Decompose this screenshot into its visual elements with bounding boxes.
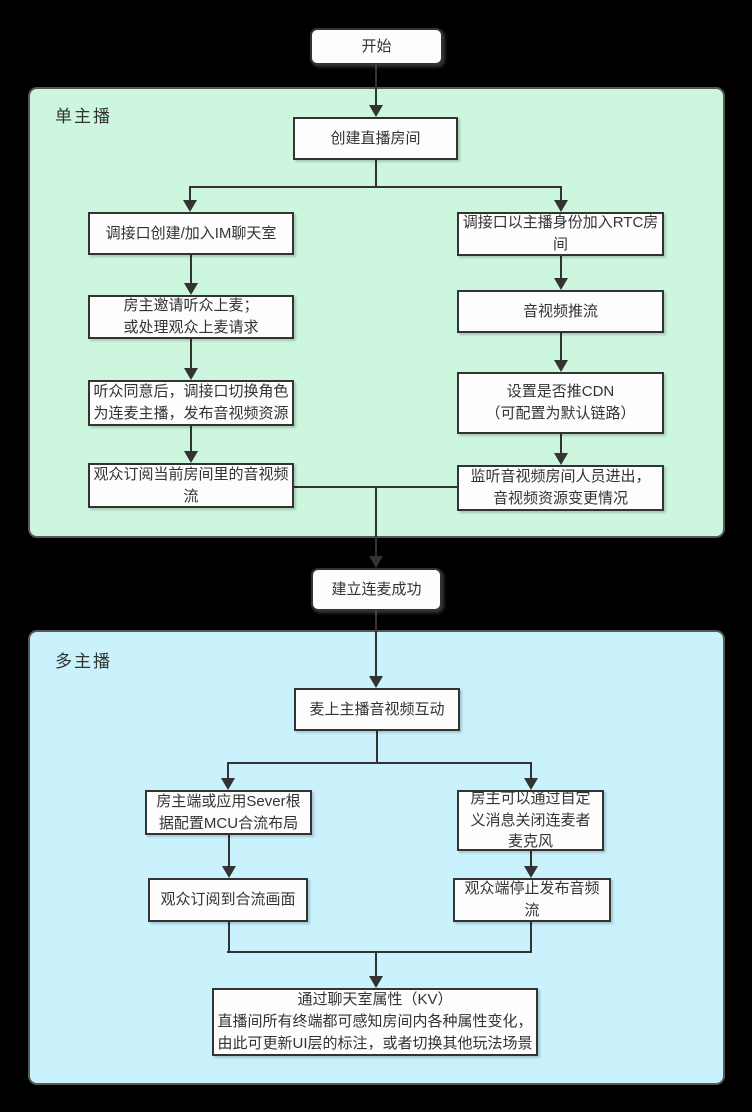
- arrowhead-icon: [554, 200, 568, 212]
- node-cdn-config: 设置是否推CDN （可配置为默认链路）: [457, 372, 664, 434]
- arrowhead-icon: [184, 368, 198, 380]
- arrowhead-icon: [554, 278, 568, 290]
- node-im-create-join: 调接口创建/加入IM聊天室: [88, 212, 294, 255]
- node-monitor-room: 监听音视频房间人员进出， 音视频资源变更情况: [457, 465, 664, 511]
- flow-line: [190, 339, 192, 368]
- flow-line: [227, 951, 532, 953]
- node-close-mic: 房主可以通过自定 义消息关闭连麦者 麦克风: [457, 790, 604, 851]
- node-join-rtc: 调接口以主播身份加入RTC房 间: [457, 212, 664, 256]
- node-mic-interact: 麦上主播音视频互动: [294, 688, 460, 731]
- node-create-room: 创建直播房间: [293, 117, 458, 160]
- flow-line: [189, 186, 562, 188]
- node-subscribe-merged: 观众订阅到合流画面: [148, 878, 308, 922]
- arrowhead-icon: [369, 976, 383, 988]
- node-switch-role: 听众同意后，调接口切换角色 为连麦主播，发布音视频资源: [88, 380, 294, 426]
- node-link-success: 建立连麦成功: [311, 568, 442, 611]
- arrowhead-icon: [184, 283, 198, 295]
- arrowhead-icon: [554, 453, 568, 465]
- flow-line: [228, 835, 230, 866]
- flow-line: [190, 426, 192, 451]
- arrowhead-icon: [369, 105, 383, 117]
- flow-line: [227, 762, 532, 764]
- arrowhead-icon: [183, 200, 197, 212]
- arrowhead-icon: [524, 866, 538, 878]
- node-mcu-layout: 房主端或应用Sever根 据配置MCU合流布局: [145, 790, 312, 835]
- flow-line: [227, 762, 229, 778]
- flow-line: [530, 762, 532, 778]
- flow-line: [190, 255, 192, 283]
- flow-line: [189, 186, 191, 200]
- flow-line: [560, 186, 562, 200]
- flow-line: [375, 486, 377, 556]
- node-subscribe-streams: 观众订阅当前房间里的音视频 流: [88, 463, 294, 508]
- arrowhead-icon: [221, 778, 235, 790]
- flow-line: [228, 922, 230, 953]
- arrowhead-icon: [184, 451, 198, 463]
- arrowhead-icon: [524, 778, 538, 790]
- arrowhead-icon: [554, 360, 568, 372]
- flow-line: [375, 64, 377, 106]
- node-stop-audio: 观众端停止发布音频 流: [453, 878, 611, 922]
- arrowhead-icon: [369, 556, 383, 568]
- flow-line: [530, 922, 532, 953]
- flow-line: [375, 951, 377, 976]
- flow-line: [530, 851, 532, 866]
- flow-line: [375, 611, 377, 676]
- node-start: 开始: [310, 28, 443, 65]
- flow-line: [560, 434, 562, 453]
- flow-line: [376, 731, 378, 762]
- flow-line: [560, 333, 562, 360]
- arrowhead-icon: [369, 676, 383, 688]
- flow-line: [375, 160, 377, 187]
- arrowhead-icon: [222, 866, 236, 878]
- panel-multi-anchor-label: 多主播: [55, 652, 112, 671]
- node-push-stream: 音视频推流: [457, 290, 664, 333]
- flow-line: [560, 256, 562, 278]
- node-chatroom-kv: 通过聊天室属性（KV） 直播间所有终端都可感知房间内各种属性变化， 由此可更新U…: [212, 988, 538, 1056]
- node-invite-listeners: 房主邀请听众上麦； 或处理观众上麦请求: [88, 295, 294, 339]
- panel-single-anchor-label: 单主播: [55, 107, 112, 126]
